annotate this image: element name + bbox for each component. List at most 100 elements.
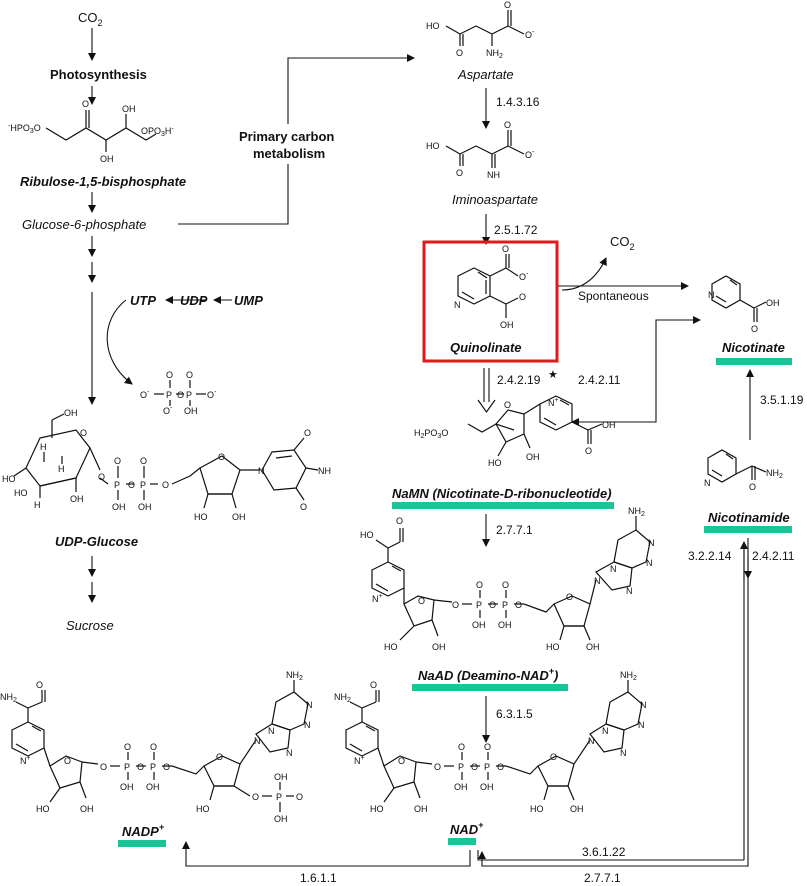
oh-atom: OH bbox=[602, 420, 616, 430]
n-atom: N bbox=[258, 466, 265, 476]
enzyme-2.4.2.19: 2.4.2.19 bbox=[497, 373, 541, 387]
o-atom: O bbox=[489, 600, 496, 610]
oh-atom: OH bbox=[138, 502, 152, 512]
nicotinamide-label: Nicotinamide bbox=[708, 510, 790, 525]
aspartate-structure: HO O O O- NH2 bbox=[426, 0, 535, 60]
n-atom: N bbox=[306, 700, 313, 710]
p-atom: P bbox=[458, 762, 464, 772]
quinolinate-structure: O O- O OH N bbox=[454, 244, 529, 330]
n-atom: N bbox=[286, 748, 293, 758]
n-atom: N bbox=[638, 720, 645, 730]
enzyme-2.7.7.1-bottom: 2.7.7.1 bbox=[584, 871, 621, 885]
nh2-atom: NH2 bbox=[620, 670, 637, 682]
oh-atom: OH bbox=[570, 804, 584, 814]
ho-atom: HO bbox=[426, 21, 440, 31]
o-atom: O bbox=[418, 596, 425, 606]
nicotinate-structure: N OH O bbox=[708, 275, 780, 334]
o-atom: O bbox=[177, 390, 184, 400]
nh-atom: NH bbox=[318, 466, 331, 476]
ho-atom: HO bbox=[384, 642, 398, 652]
p-atom: P bbox=[150, 762, 156, 772]
iminoaspartate-label: Iminoaspartate bbox=[452, 192, 538, 207]
oh-atom: OH bbox=[120, 782, 134, 792]
p-atom: P bbox=[276, 792, 282, 802]
o-atom: O bbox=[163, 762, 170, 772]
ump-label: UMP bbox=[234, 293, 263, 308]
enzyme-6.3.1.5: 6.3.1.5 bbox=[496, 707, 533, 721]
n-plus-atom: N+ bbox=[354, 755, 365, 766]
n-atom: N bbox=[646, 558, 653, 568]
o-atom: O bbox=[114, 456, 121, 466]
ho-atom: HO bbox=[360, 530, 374, 540]
n-plus-atom: N+ bbox=[20, 755, 31, 766]
g6p-label: Glucose-6-phosphate bbox=[22, 217, 146, 232]
oh-atom: OH bbox=[454, 782, 468, 792]
primary-carbon-label-1: Primary carbon bbox=[239, 129, 334, 144]
rubp-label: Ribulose-1,5-bisphosphate bbox=[20, 174, 186, 189]
o-atom: O bbox=[140, 456, 147, 466]
ho-atom: HO bbox=[370, 804, 384, 814]
n-atom: N bbox=[708, 290, 715, 300]
nad-label: NAD+ bbox=[450, 820, 484, 837]
o-atom: O bbox=[502, 244, 509, 254]
o-atom: O bbox=[300, 502, 307, 512]
namn-marker bbox=[392, 502, 614, 509]
o-atom: O bbox=[497, 762, 504, 772]
o-atom: O bbox=[434, 762, 441, 772]
p-atom: P bbox=[476, 600, 482, 610]
o-atom: O bbox=[504, 120, 511, 130]
enzyme-3.5.1.19: 3.5.1.19 bbox=[760, 393, 804, 407]
oh-atom: OH bbox=[146, 782, 160, 792]
nh2-atom: NH2 bbox=[286, 670, 303, 682]
n-plus-atom: N+ bbox=[548, 397, 559, 408]
oh-atom: OH bbox=[500, 320, 514, 330]
nicotinamide-marker bbox=[704, 526, 792, 533]
oh-atom: OH bbox=[80, 804, 94, 814]
o-minus-atom: O- bbox=[519, 271, 529, 282]
o-minus-atom: O- bbox=[140, 389, 150, 400]
enzyme-1.4.3.16: 1.4.3.16 bbox=[496, 95, 540, 109]
o-atom: O bbox=[370, 680, 377, 690]
oh-atom: OH bbox=[526, 452, 540, 462]
o-atom: O bbox=[504, 0, 511, 10]
oh-atom: OH bbox=[232, 512, 246, 522]
nicotinate-marker bbox=[716, 358, 792, 365]
enzyme-2.4.2.11-bottom: 2.4.2.11 bbox=[752, 549, 795, 563]
o-atom: O bbox=[137, 762, 144, 772]
p-atom: P bbox=[140, 480, 146, 490]
o-minus-atom: O- bbox=[163, 405, 173, 416]
o-atom: O bbox=[566, 592, 573, 602]
p-atom: P bbox=[124, 762, 130, 772]
h-atom: H bbox=[40, 442, 47, 452]
oh-atom: OH bbox=[112, 502, 126, 512]
o-atom: O bbox=[519, 292, 526, 302]
quinolinate-label: Quinolinate bbox=[450, 340, 522, 355]
n-atom: N bbox=[588, 736, 595, 746]
nad-structure: O NH2 N+ O HO OH O P O P O O O OH OH O H… bbox=[334, 670, 647, 814]
oh-atom: OH bbox=[122, 104, 136, 114]
o-minus-atom: O- bbox=[525, 29, 535, 40]
o-atom: O bbox=[304, 428, 311, 438]
rubp-structure: O OH OH -HPO3O OPO3H- bbox=[8, 99, 174, 164]
o-atom: O bbox=[216, 752, 223, 762]
nh2-atom: NH2 bbox=[486, 48, 503, 60]
o-atom: O bbox=[452, 600, 459, 610]
enzyme-1.6.1.1: 1.6.1.1 bbox=[300, 871, 337, 885]
arrow-nad-nadp bbox=[182, 841, 471, 867]
o-atom: O bbox=[398, 756, 405, 766]
oh-atom: OH bbox=[414, 804, 428, 814]
o-atom: O bbox=[64, 756, 71, 766]
oh-atom: OH bbox=[480, 782, 494, 792]
o-atom: O bbox=[585, 446, 592, 456]
nh2-atom: NH2 bbox=[334, 692, 351, 704]
o-atom: O bbox=[396, 516, 403, 526]
nicotinamide-structure: N NH2 O bbox=[704, 449, 783, 492]
o-atom: O bbox=[456, 48, 463, 58]
primary-carbon-label-2: metabolism bbox=[253, 146, 325, 161]
sucrose-label: Sucrose bbox=[66, 618, 114, 633]
photosynthesis-label: Photosynthesis bbox=[50, 67, 147, 82]
n-atom: N bbox=[602, 726, 609, 736]
o-atom: O bbox=[82, 99, 89, 109]
o-atom: O bbox=[218, 452, 225, 462]
nh-atom: NH bbox=[487, 170, 500, 180]
